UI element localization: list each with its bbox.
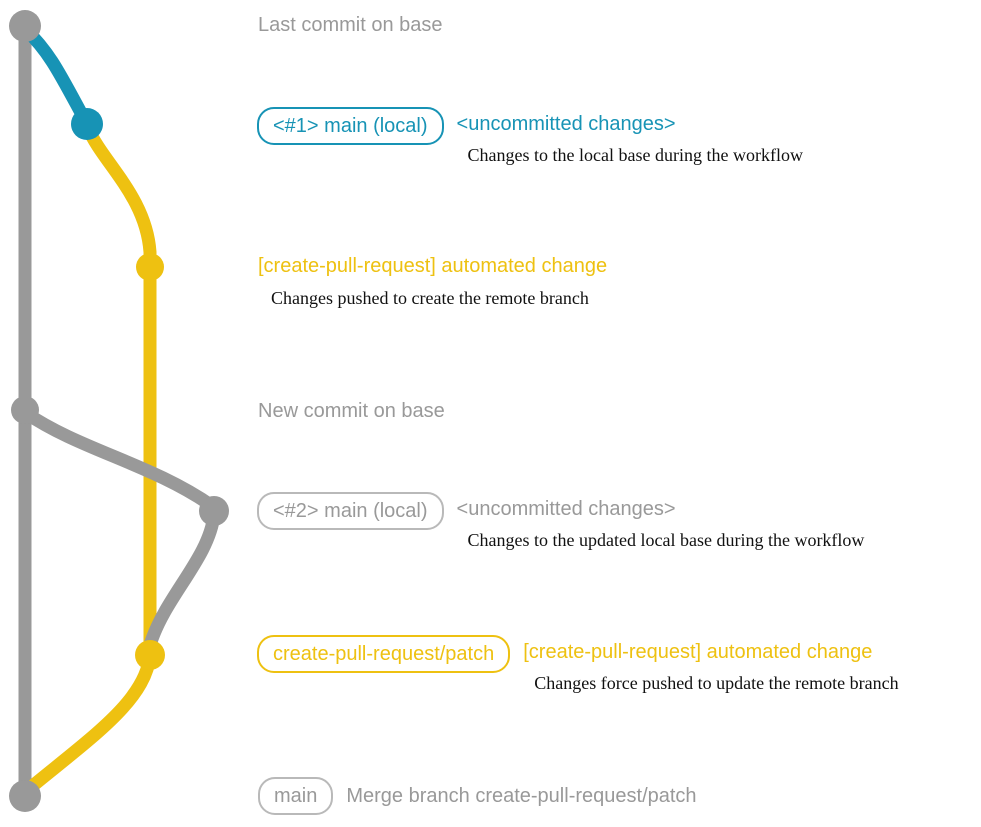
row-uncommitted-2-text: <uncommitted changes> Changes to the upd… (457, 492, 865, 551)
branch-label-main: main (258, 777, 334, 815)
row-uncommitted-1: <#1> main (local) <uncommitted changes> … (257, 107, 803, 166)
local-changes-branch-line (19, 23, 93, 129)
commit-node-new-base (11, 396, 39, 424)
commit-node-automated-2 (135, 640, 165, 670)
commit-node-automated-1 (136, 253, 164, 281)
commit-title-automated-1: [create-pull-request] automated change (258, 255, 608, 277)
updated-local-branch-line-out (19, 406, 219, 513)
commit-desc-automated-2: Changes force pushed to update the remot… (534, 673, 899, 693)
commit-title-automated-2: [create-pull-request] automated change (523, 641, 873, 663)
row-automated-2: create-pull-request/patch [create-pull-r… (257, 635, 899, 694)
branch-label-main-local-1: <#1> main (local) (257, 107, 444, 145)
annotation-new-commit-on-base: New commit on base (258, 400, 445, 422)
commit-node-last-base (9, 10, 41, 42)
row-automated-1: [create-pull-request] automated change C… (258, 255, 607, 309)
commit-node-merge (9, 780, 41, 812)
commit-title-merge: Merge branch create-pull-request/patch (346, 784, 697, 807)
branch-label-main-local-2: <#2> main (local) (257, 492, 444, 530)
row-merge: main Merge branch create-pull-request/pa… (258, 777, 697, 815)
commit-title-uncommitted-2: <uncommitted changes> (456, 498, 676, 520)
commit-desc-uncommitted-1: Changes to the local base during the wor… (467, 145, 803, 165)
commit-graph (9, 10, 229, 812)
commit-node-uncommitted-1 (71, 108, 103, 140)
updated-local-branch-line-back (144, 508, 221, 649)
commit-desc-uncommitted-2: Changes to the updated local base during… (467, 530, 865, 550)
branch-label-create-pull-request-patch: create-pull-request/patch (257, 635, 511, 673)
commit-title-uncommitted-1: <uncommitted changes> (456, 113, 676, 135)
commit-desc-automated-1: Changes pushed to create the remote bran… (271, 288, 589, 308)
annotation-last-commit-on-base: Last commit on base (258, 14, 443, 36)
commit-node-uncommitted-2 (199, 496, 229, 526)
row-uncommitted-1-text: <uncommitted changes> Changes to the loc… (457, 107, 803, 166)
row-uncommitted-2: <#2> main (local) <uncommitted changes> … (257, 492, 864, 551)
row-automated-2-text: [create-pull-request] automated change C… (523, 635, 898, 694)
